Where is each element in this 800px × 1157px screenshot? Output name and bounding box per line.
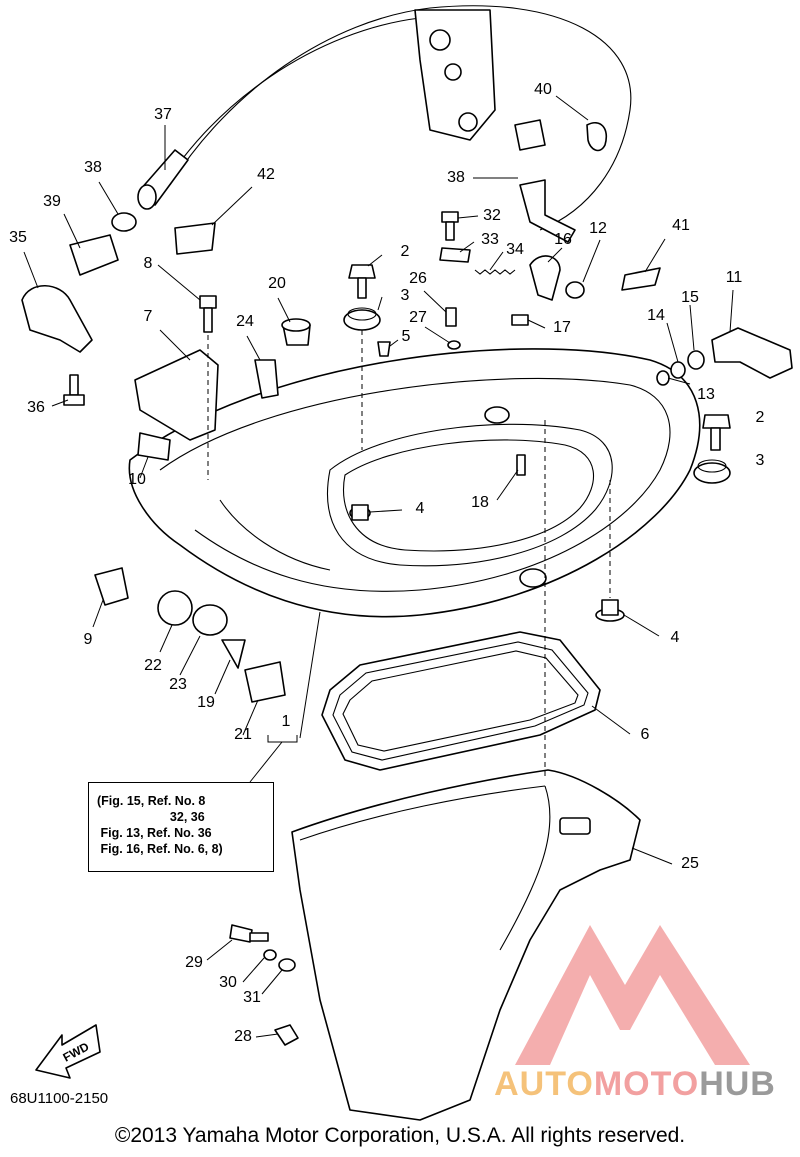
callout-13[interactable]: 13 xyxy=(697,386,715,403)
hose-38-elbow xyxy=(519,179,576,243)
small-parts xyxy=(21,211,793,1046)
callout-33[interactable]: 33 xyxy=(481,231,499,248)
callout-labels: 1 2 2 3 3 4 4 5 6 7 8 9 10 11 12 13 14 1… xyxy=(9,81,764,1045)
callout-4-lower[interactable]: 4 xyxy=(671,629,680,646)
callout-15[interactable]: 15 xyxy=(681,289,699,306)
callout-12[interactable]: 12 xyxy=(589,220,607,237)
note-line-2: 32, 36 xyxy=(97,810,205,824)
callout-17[interactable]: 17 xyxy=(553,319,571,336)
callout-3-right[interactable]: 3 xyxy=(756,452,765,469)
callout-3-top[interactable]: 3 xyxy=(401,287,410,304)
note-box: (Fig. 15, Ref. No. 8 32, 36 Fig. 13, Ref… xyxy=(88,782,274,872)
watermark-logo-icon xyxy=(515,925,750,1065)
callout-14[interactable]: 14 xyxy=(647,307,665,324)
hose-loop-outline xyxy=(169,5,632,231)
callout-18[interactable]: 18 xyxy=(471,494,489,511)
callout-4-upper[interactable]: 4 xyxy=(416,500,425,517)
callout-19[interactable]: 19 xyxy=(197,694,215,711)
callout-6[interactable]: 6 xyxy=(641,726,650,743)
callout-32[interactable]: 32 xyxy=(483,207,501,224)
watermark-text: AUTOMOTOHUB xyxy=(470,1065,800,1104)
callout-9[interactable]: 9 xyxy=(84,631,93,648)
callout-5[interactable]: 5 xyxy=(402,328,411,345)
callout-28[interactable]: 28 xyxy=(234,1028,252,1045)
callout-34[interactable]: 34 xyxy=(506,241,524,258)
callout-24[interactable]: 24 xyxy=(236,313,254,330)
joint xyxy=(514,119,546,151)
callout-36[interactable]: 36 xyxy=(27,399,45,416)
callout-20[interactable]: 20 xyxy=(268,275,286,292)
callout-38-right[interactable]: 38 xyxy=(447,169,465,186)
bottom-cowling-body xyxy=(128,348,701,618)
seal-rubber-6 xyxy=(321,631,601,771)
callout-27[interactable]: 27 xyxy=(409,309,427,326)
note-line-4: Fig. 16, Ref. No. 6, 8) xyxy=(97,842,223,856)
watermark: AUTOMOTOHUB xyxy=(470,905,800,1120)
callout-11[interactable]: 11 xyxy=(726,269,743,286)
copyright-notice: ©2013 Yamaha Motor Corporation, U.S.A. A… xyxy=(114,1124,686,1147)
callout-37[interactable]: 37 xyxy=(154,106,172,123)
document-code: 68U1100-2150 xyxy=(10,1090,109,1107)
callout-23[interactable]: 23 xyxy=(169,676,187,693)
callout-2-right[interactable]: 2 xyxy=(756,409,765,426)
leader-lines xyxy=(23,95,734,1038)
callout-29[interactable]: 29 xyxy=(185,954,203,971)
callout-41[interactable]: 41 xyxy=(672,217,690,234)
callout-35[interactable]: 35 xyxy=(9,229,27,246)
callout-26[interactable]: 26 xyxy=(409,270,427,287)
note-line-1: (Fig. 15, Ref. No. 8 xyxy=(97,794,206,808)
fwd-arrow: FWD xyxy=(35,1024,101,1079)
callout-10[interactable]: 10 xyxy=(128,471,146,488)
watermark-hub: HUB xyxy=(699,1065,776,1103)
callout-16[interactable]: 16 xyxy=(554,231,572,248)
callout-21[interactable]: 21 xyxy=(234,726,252,743)
apron-25 xyxy=(291,769,641,1121)
callout-7[interactable]: 7 xyxy=(144,308,153,325)
callout-42[interactable]: 42 xyxy=(257,166,275,183)
callout-8[interactable]: 8 xyxy=(144,255,153,272)
callout-31[interactable]: 31 xyxy=(243,989,261,1006)
callout-2-top[interactable]: 2 xyxy=(401,243,410,260)
watermark-moto: MOTO xyxy=(593,1065,700,1103)
callout-40[interactable]: 40 xyxy=(534,81,552,98)
callout-1[interactable]: 1 xyxy=(282,713,291,730)
note-line-3: Fig. 13, Ref. No. 36 xyxy=(97,826,212,840)
callout-22[interactable]: 22 xyxy=(144,657,162,674)
callout-39[interactable]: 39 xyxy=(43,193,61,210)
callout-25[interactable]: 25 xyxy=(681,855,699,872)
callout-38-left[interactable]: 38 xyxy=(84,159,102,176)
watermark-auto: AUTO xyxy=(494,1065,594,1103)
callout-30[interactable]: 30 xyxy=(219,974,237,991)
